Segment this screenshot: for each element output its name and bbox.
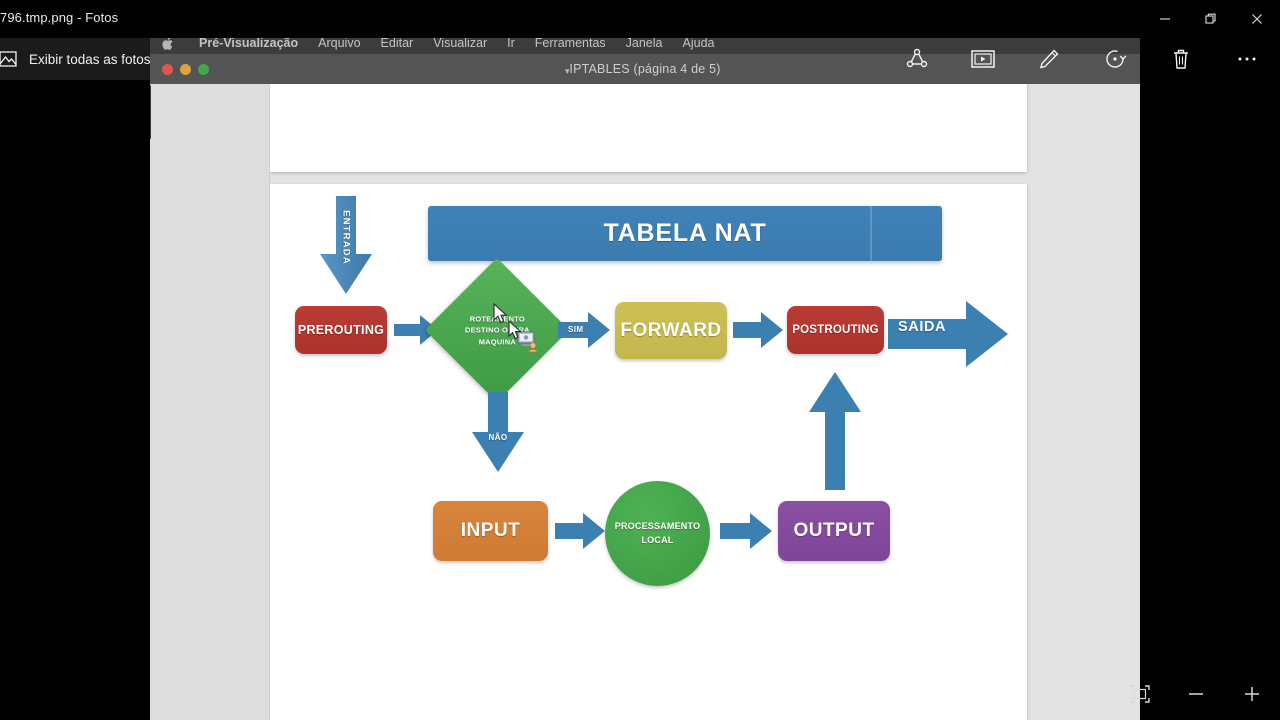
restore-button[interactable] [1188,0,1234,38]
arrow-entrada: ENTRADA [318,196,374,296]
more-options-icon[interactable] [1214,38,1280,80]
arrow-nao-label: NÃO [488,433,508,442]
node-output-label: OUTPUT [793,520,875,541]
arrow-output-to-postrouting [807,372,863,490]
node-forward: FORWARD [615,302,727,359]
node-forward-label: FORWARD [620,319,722,341]
pdf-page-current: TABELA NAT ENTRADA [270,184,1027,720]
photos-titlebar: 796.tmp.png - Fotos [0,0,1280,38]
close-button[interactable] [1234,0,1280,38]
menu-ferramentas[interactable]: Ferramentas [534,36,606,50]
minimize-button[interactable] [1142,0,1188,38]
node-processamento-local: PROCESSAMENTO LOCAL [605,481,710,586]
menu-editar[interactable]: Editar [380,36,414,50]
node-roteamento-line1: ROTEAMENTO [469,314,525,324]
node-output: OUTPUT [778,501,890,561]
remote-desktop-badge-icon [517,331,543,355]
diagram-title-banner: TABELA NAT [428,206,942,261]
arrow-nao: NÃO [470,392,526,474]
node-processamento-labels: PROCESSAMENTO LOCAL [615,520,700,546]
node-prerouting: PREROUTING [295,306,387,354]
preview-sidebar-thumbnails[interactable] [150,84,270,720]
node-prerouting-label: PREROUTING [297,323,385,337]
node-roteamento-decision: ROTEAMENTO DESTINO OUTRA MAQUINA [424,257,570,403]
photo-collection-icon [0,48,19,70]
menu-visualizar[interactable]: Visualizar [433,36,488,50]
rotate-icon[interactable] [1082,38,1148,80]
chevron-down-icon: ▾ [565,66,570,76]
minimize-window-button[interactable] [180,63,191,75]
arrow-sim: SIM [558,312,610,348]
fit-to-window-button[interactable] [1112,668,1168,720]
iptables-nat-flow-diagram: TABELA NAT ENTRADA [270,184,1027,720]
menu-arquivo[interactable]: Arquivo [318,36,361,50]
preview-document-title: IPTABLES (página 4 de 5) [569,62,721,76]
zoom-window-button[interactable] [198,63,209,75]
arrow-prerouting-to-roteamento [394,315,438,345]
photos-nav-bar[interactable]: Exibir todas as fotos [0,38,151,80]
close-window-button[interactable] [162,63,173,75]
diagram-title-text: TABELA NAT [603,219,767,247]
menu-ir[interactable]: Ir [507,36,515,50]
menu-janela[interactable]: Janela [625,36,663,50]
zoom-in-button[interactable] [1224,668,1280,720]
node-processamento-line2: LOCAL [641,534,674,545]
banner-divider [870,206,872,261]
delete-trash-icon[interactable] [1148,38,1214,80]
displayed-image: Pré-Visualização Arquivo Editar Visualiz… [150,28,1140,720]
edit-pencil-icon[interactable] [1016,38,1082,80]
share-icon[interactable] [884,38,950,80]
node-postrouting: POSTROUTING [787,306,884,354]
node-input-label: INPUT [460,520,521,541]
arrow-entrada-label: ENTRADA [340,210,352,265]
scrollbar-handle[interactable] [150,84,151,140]
apple-logo-icon [162,36,175,51]
arrow-forward-to-postrouting [733,312,783,348]
slideshow-icon[interactable] [950,38,1016,80]
menu-ajuda[interactable]: Ajuda [682,36,715,50]
preview-page-area[interactable]: TABELA NAT ENTRADA [270,84,1140,720]
node-processamento-line1: PROCESSAMENTO [614,521,701,532]
photos-toolbar [884,38,1280,80]
arrow-sim-label: SIM [568,325,584,334]
traffic-lights [150,63,209,75]
arrow-input-to-processamento [555,513,605,549]
preview-window: IPTABLES (página 4 de 5) ▾ TABELA NAT [150,54,1140,720]
node-postrouting-label: POSTROUTING [792,324,879,336]
zoom-out-button[interactable] [1168,668,1224,720]
window-controls [1142,0,1280,38]
photos-zoom-bar [1112,668,1280,720]
menu-preview[interactable]: Pré-Visualização [199,36,299,50]
arrow-processamento-to-output [720,513,772,549]
all-photos-label: Exibir todas as fotos [29,51,151,67]
photos-window-title: 796.tmp.png - Fotos [0,10,119,25]
arrow-saida-label: SAIDA [898,319,947,335]
arrow-saida [888,301,1008,367]
pdf-page-previous [270,84,1027,172]
node-input: INPUT [433,501,548,561]
